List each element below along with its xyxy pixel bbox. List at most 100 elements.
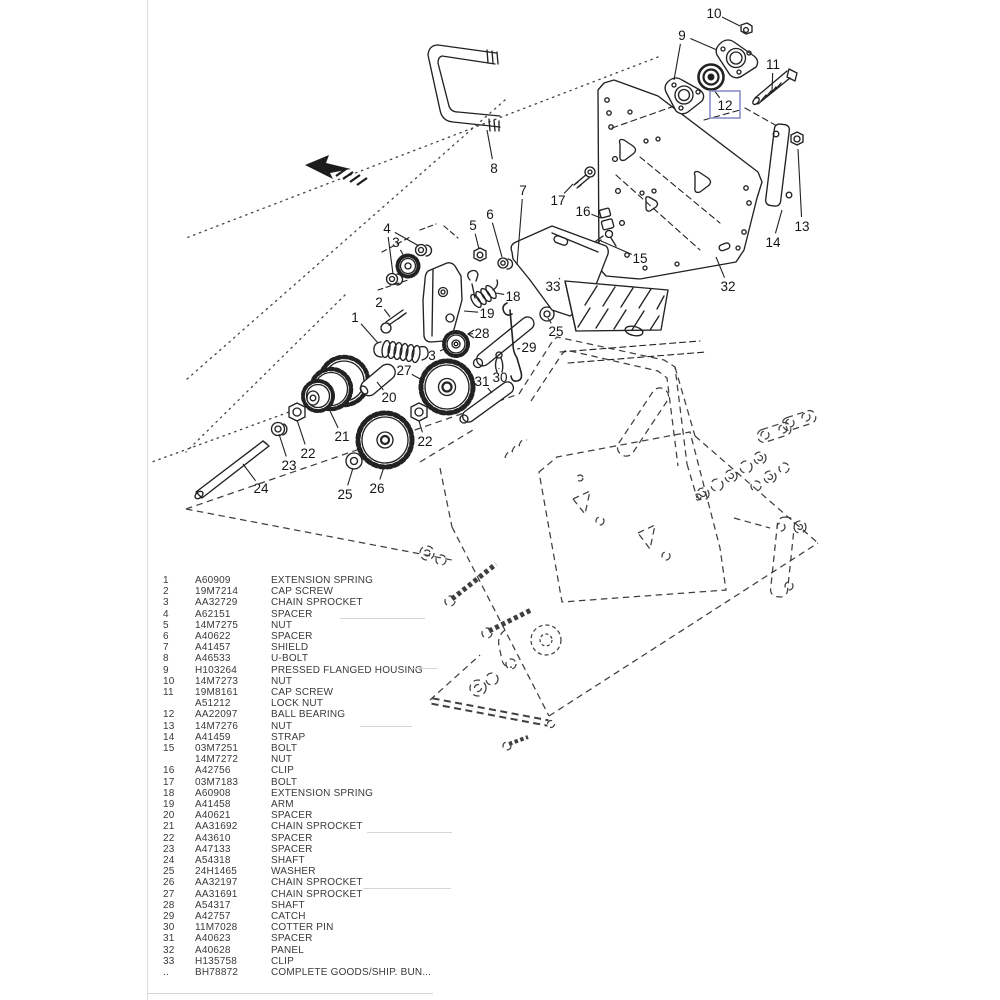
svg-text:28: 28 — [474, 326, 489, 341]
callout-3[interactable]: 3 — [428, 347, 447, 363]
page-bottom-rule — [147, 993, 433, 994]
part-description: CATCH — [271, 911, 306, 922]
callout-3[interactable]: 3 — [392, 235, 406, 259]
part-description: PANEL — [271, 944, 305, 956]
callout-22[interactable]: 22 — [417, 420, 433, 449]
callout-32[interactable]: 32 — [715, 256, 736, 294]
svg-text:18: 18 — [505, 289, 520, 304]
part-number: H135758 — [195, 955, 237, 967]
svg-text:27: 27 — [396, 363, 411, 378]
callout-30[interactable]: 30 — [492, 368, 508, 385]
part-description: ARM — [271, 799, 294, 810]
part-description: U-BOLT — [271, 653, 309, 665]
svg-text:7: 7 — [519, 183, 527, 198]
cap-screw-part-2 — [380, 309, 407, 334]
callout-2[interactable]: 2 — [375, 295, 391, 318]
part-description: SPACER — [271, 832, 313, 844]
part-description: SPACER — [271, 631, 313, 642]
svg-text:29: 29 — [521, 340, 536, 355]
part-ref: 19 — [163, 799, 175, 810]
part-number: A51212 — [195, 698, 231, 710]
callout-1[interactable]: 1 — [351, 310, 379, 344]
part-ref: 8 — [163, 653, 169, 665]
flanged-housing-part — [664, 39, 759, 115]
part-ref: 16 — [163, 765, 175, 777]
part-number: A43610 — [195, 832, 231, 844]
callout-18[interactable]: 18 — [495, 289, 521, 304]
callout-11[interactable]: 11 — [766, 57, 780, 93]
callout-29[interactable]: 29 — [516, 340, 537, 355]
part-number: AA22097 — [195, 709, 238, 721]
callout-10[interactable]: 10 — [706, 6, 741, 27]
svg-text:8: 8 — [490, 161, 498, 176]
svg-text:31: 31 — [474, 374, 489, 389]
callout-27[interactable]: 27 — [396, 363, 423, 381]
part-ref: 27 — [163, 888, 175, 900]
list-rule — [363, 888, 451, 889]
part-number: A40623 — [195, 933, 231, 945]
callout-14[interactable]: 14 — [765, 209, 783, 250]
callout-22[interactable]: 22 — [296, 419, 316, 461]
svg-text:12: 12 — [717, 98, 732, 113]
u-bolt-part — [427, 44, 501, 132]
part-description: PRESSED FLANGED HOUSING — [271, 664, 423, 676]
callout-24[interactable]: 24 — [242, 463, 269, 496]
callout-7[interactable]: 7 — [516, 183, 527, 266]
callout-23[interactable]: 23 — [278, 433, 297, 473]
callout-8[interactable]: 8 — [486, 129, 498, 176]
spacer-rod-part-31 — [459, 381, 515, 424]
strap-part — [764, 123, 793, 207]
part-description: SHAFT — [271, 899, 305, 911]
callout-25[interactable]: 25 — [337, 467, 354, 502]
part-number: A41459 — [195, 731, 231, 743]
callout-17[interactable]: 17 — [550, 183, 574, 208]
part-ref: 26 — [163, 877, 175, 889]
extension-spring-part-1 — [373, 339, 429, 364]
callout-16[interactable]: 16 — [575, 204, 602, 219]
part-number: 03M7251 — [195, 743, 239, 754]
callout-33[interactable]: 33 — [545, 277, 561, 294]
callout-6[interactable]: 6 — [486, 207, 503, 258]
part-description: CHAIN SPROCKET — [271, 877, 363, 889]
part-ref: 4 — [163, 608, 169, 620]
callout-31[interactable]: 31 — [474, 374, 493, 394]
direction-arrow-icon — [305, 155, 368, 186]
part-ref: 21 — [163, 821, 175, 833]
part-description: CAP SCREW — [271, 687, 334, 698]
callout-26[interactable]: 26 — [369, 466, 385, 496]
part-number: A54318 — [195, 855, 231, 866]
callout-13[interactable]: 13 — [794, 148, 810, 234]
callout-28[interactable]: 28 — [466, 326, 490, 341]
callout-25[interactable]: 25 — [547, 317, 564, 339]
part-description: NUT — [271, 754, 293, 766]
part-ref: 17 — [163, 776, 175, 788]
callout-21[interactable]: 21 — [329, 410, 350, 444]
panel-part — [597, 79, 763, 280]
part-description: NUT — [271, 619, 293, 631]
callout-20[interactable]: 20 — [376, 381, 397, 405]
part-description: SPACER — [271, 933, 313, 945]
part-ref: 30 — [163, 922, 175, 934]
spacer-part-4b — [385, 272, 404, 286]
callout-9[interactable]: 9 — [673, 28, 718, 81]
part-number: 19M7214 — [195, 586, 239, 598]
nut-part-13 — [790, 131, 804, 146]
part-number: A62151 — [195, 608, 231, 620]
callout-15[interactable]: 15 — [600, 240, 648, 266]
svg-text:6: 6 — [486, 207, 494, 222]
callout-19[interactable]: 19 — [463, 306, 495, 321]
callout-4[interactable]: 4 — [383, 221, 420, 275]
part-number: A40628 — [195, 944, 231, 956]
svg-text:32: 32 — [720, 279, 735, 294]
part-number: H103264 — [195, 664, 237, 676]
part-number: 11M7028 — [195, 922, 238, 934]
part-number: A40621 — [195, 810, 231, 822]
callout-12[interactable]: 12 — [709, 89, 741, 119]
chain-sprocket-part-3a — [395, 253, 421, 279]
chain-sprocket-part-3b — [442, 330, 470, 358]
callout-5[interactable]: 5 — [469, 218, 480, 250]
part-description: LOCK NUT — [271, 698, 324, 710]
spacer-part-23 — [270, 421, 288, 437]
part-description: EXTENSION SPRING — [271, 787, 374, 799]
spacer-part-6 — [497, 257, 514, 270]
